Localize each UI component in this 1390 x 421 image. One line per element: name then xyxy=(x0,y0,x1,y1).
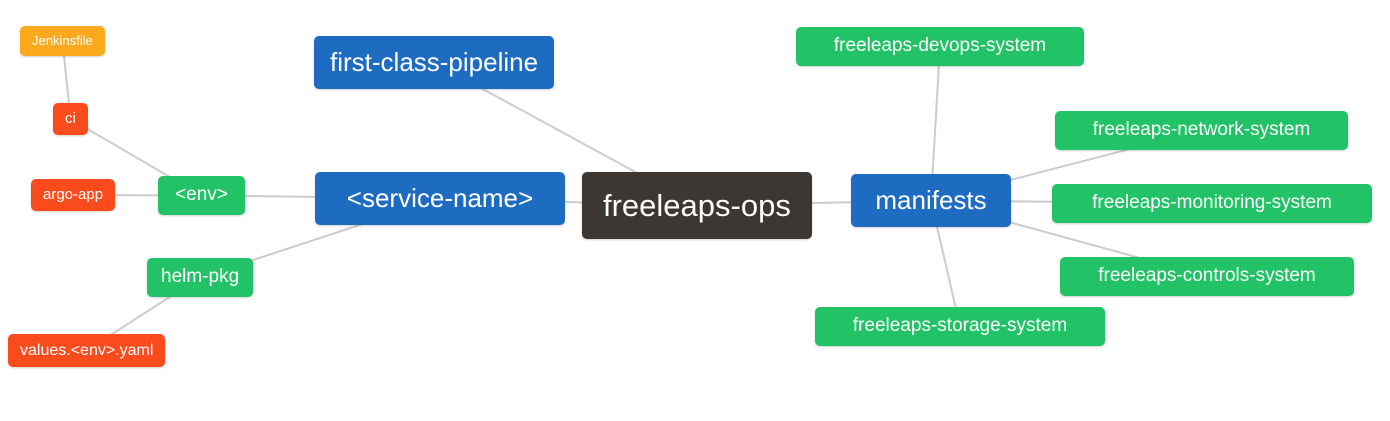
mindmap-node-helm-pkg[interactable]: helm-pkg xyxy=(147,258,254,297)
mindmap-node-freeleaps-monitoring-system[interactable]: freeleaps-monitoring-system xyxy=(1052,184,1372,223)
mindmap-node-freeleaps-storage-system[interactable]: freeleaps-storage-system xyxy=(815,307,1105,346)
mindmap-node-argo-app[interactable]: argo-app xyxy=(31,179,116,211)
mindmap-node-freeleaps-ops[interactable]: freeleaps-ops xyxy=(582,172,812,240)
mindmap-node-freeleaps-network-system[interactable]: freeleaps-network-system xyxy=(1055,111,1348,150)
mindmap-node-service-name[interactable]: <service-name> xyxy=(315,172,565,226)
mindmap-node-freeleaps-controls-system[interactable]: freeleaps-controls-system xyxy=(1060,257,1354,296)
mindmap-node-manifests[interactable]: manifests xyxy=(851,174,1011,228)
mindmap-node-ci[interactable]: ci xyxy=(53,103,88,135)
mindmap-node-first-class-pipeline[interactable]: first-class-pipeline xyxy=(314,36,555,90)
mindmap-node-values-env-yaml[interactable]: values.<env>.yaml xyxy=(8,334,166,368)
mindmap-node-env[interactable]: <env> xyxy=(158,176,245,215)
mindmap-node-freeleaps-devops-system[interactable]: freeleaps-devops-system xyxy=(796,27,1084,66)
mindmap-node-jenkinsfile[interactable]: Jenkinsfile xyxy=(20,26,105,56)
